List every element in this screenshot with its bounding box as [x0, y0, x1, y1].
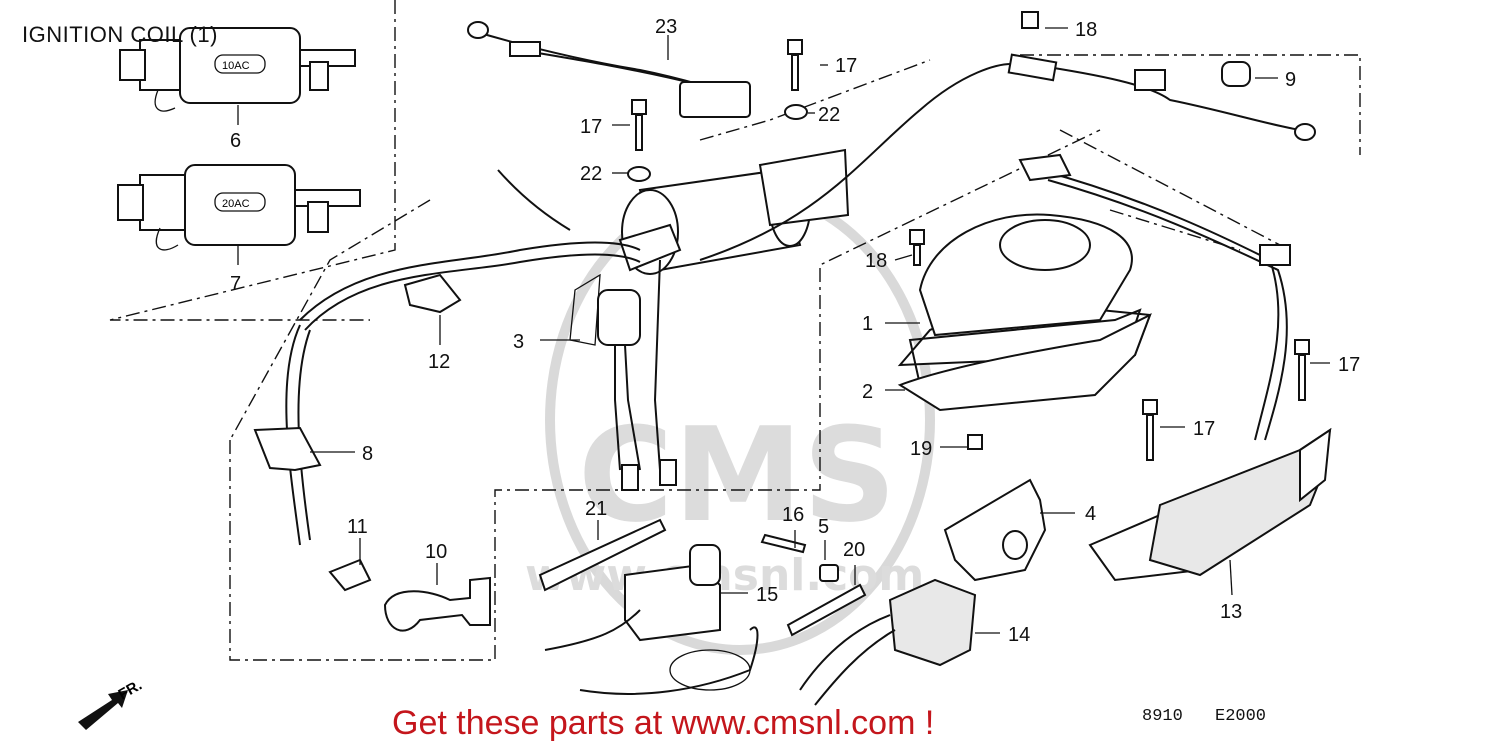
callout-13: 13 — [1220, 601, 1242, 623]
front-direction-arrow: FR. — [78, 677, 145, 730]
callout-6: 6 — [230, 130, 241, 152]
callout-17-top: 17 — [835, 55, 857, 77]
callout-15: 15 — [756, 584, 778, 606]
callout-3: 3 — [513, 331, 524, 353]
promo-link-text[interactable]: Get these parts at www.cmsnl.com ! — [392, 704, 935, 742]
callout-17-center: 17 — [1193, 418, 1215, 440]
callout-11: 11 — [347, 516, 368, 538]
stator-coil — [1018, 153, 1332, 582]
callout-17-mid: 17 — [580, 116, 602, 138]
ignition-coil-7: 20AC — [117, 164, 361, 251]
callout-22-mid: 22 — [580, 163, 602, 185]
callout-21: 21 — [585, 498, 607, 520]
wire-harness — [253, 21, 1316, 546]
callout-14: 14 — [1008, 624, 1030, 646]
callout-7: 7 — [230, 273, 241, 295]
coil-label-10ac: 10AC — [222, 60, 250, 72]
diagram-code-left: 8910 — [1142, 707, 1183, 726]
callout-1: 1 — [862, 313, 873, 335]
callout-9: 9 — [1285, 69, 1296, 91]
leader-lines — [237, 27, 1330, 634]
page-title: IGNITION COIL (1) — [22, 22, 218, 47]
callout-17-right: 17 — [1338, 354, 1360, 376]
coil-label-20ac: 20AC — [222, 198, 250, 210]
callout-22-top: 22 — [818, 104, 840, 126]
fasteners — [627, 11, 1310, 461]
spark-plug-cap — [328, 558, 491, 632]
small-parts — [538, 478, 1047, 706]
callout-4: 4 — [1085, 503, 1096, 525]
callout-10: 10 — [425, 541, 447, 563]
callout-20: 20 — [843, 539, 865, 561]
diagram-code-right: E2000 — [1215, 707, 1267, 726]
callout-23: 23 — [655, 16, 677, 38]
callout-labels: 6 7 12 8 3 1 2 18 19 4 13 14 15 23 18 9 … — [230, 16, 1360, 646]
callout-8: 8 — [362, 443, 373, 465]
callout-19: 19 — [910, 438, 932, 460]
cover-and-gasket — [897, 213, 1152, 412]
callout-5: 5 — [818, 516, 829, 538]
ignition-coil-6: 10AC — [119, 27, 356, 112]
callout-16: 16 — [782, 504, 804, 526]
callout-18-lower: 18 — [865, 250, 887, 272]
callout-18-upper: 18 — [1075, 19, 1097, 41]
callout-12: 12 — [428, 351, 450, 373]
main-ignition-coil — [497, 148, 850, 491]
callout-2: 2 — [862, 381, 873, 403]
